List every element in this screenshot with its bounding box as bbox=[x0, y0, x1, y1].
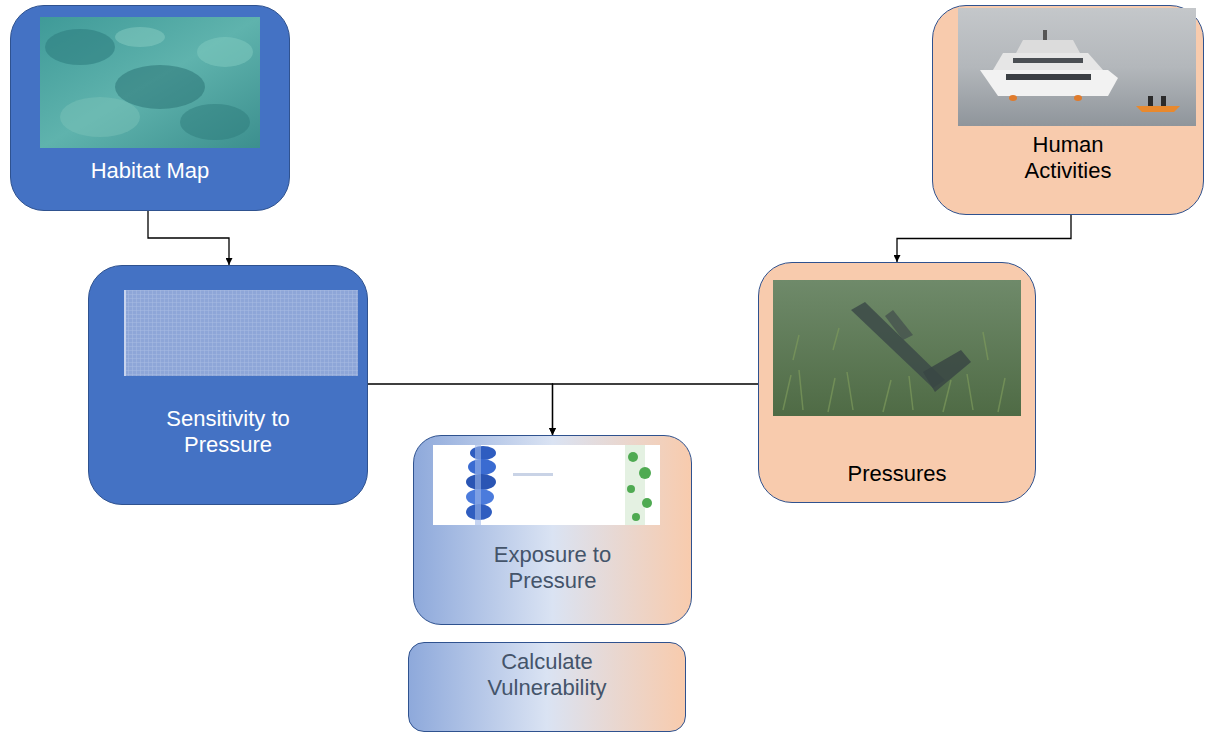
reef-patch bbox=[45, 29, 115, 65]
flow-arrow bbox=[148, 211, 229, 265]
box-label: Calculate Vulnerability bbox=[462, 649, 632, 702]
buoy bbox=[1074, 95, 1082, 101]
sea-sky bbox=[958, 8, 1196, 126]
exposure-buffer bbox=[466, 445, 496, 525]
grid-cells bbox=[124, 290, 358, 376]
sand-patch bbox=[197, 37, 253, 67]
reef-patch bbox=[180, 104, 250, 140]
yacht-photo bbox=[958, 8, 1196, 126]
yacht-windows bbox=[1006, 74, 1091, 80]
box-label: Pressures bbox=[797, 461, 997, 487]
yacht-mast bbox=[1043, 30, 1047, 40]
grid-edge bbox=[124, 290, 126, 376]
reef-patch bbox=[115, 65, 205, 109]
person bbox=[1148, 96, 1153, 106]
flow-arrow bbox=[553, 384, 759, 435]
anchor-stock bbox=[885, 310, 913, 340]
sensitivity-grid bbox=[124, 290, 358, 376]
anchor-fluke bbox=[923, 350, 971, 392]
person bbox=[1161, 96, 1166, 106]
flow-arrow bbox=[368, 384, 553, 435]
sand-patch bbox=[60, 97, 140, 137]
yacht-bridge bbox=[1016, 40, 1080, 53]
box-label: Sensitivity to Pressure bbox=[143, 406, 313, 459]
sand-patch bbox=[115, 27, 165, 47]
box-label: Habitat Map bbox=[30, 158, 270, 184]
box-label: Exposure to Pressure bbox=[468, 542, 638, 595]
exposure-map bbox=[433, 445, 660, 525]
map-mark bbox=[513, 473, 553, 476]
habitat-patches bbox=[625, 445, 652, 525]
yacht-windows bbox=[1013, 58, 1083, 63]
box-label: Human Activities bbox=[993, 132, 1143, 185]
process-box: Calculate Vulnerability bbox=[408, 642, 686, 732]
anchor-photo bbox=[773, 280, 1021, 416]
map-ground bbox=[433, 445, 660, 525]
kayak bbox=[1136, 106, 1180, 112]
yacht-deck bbox=[993, 53, 1103, 70]
yacht-hull bbox=[980, 70, 1118, 96]
buoy bbox=[1009, 95, 1017, 101]
seafloor bbox=[40, 17, 260, 148]
seagrass-bed bbox=[773, 280, 1021, 416]
flow-arrow bbox=[897, 215, 1071, 262]
habitat-photo bbox=[40, 17, 260, 148]
